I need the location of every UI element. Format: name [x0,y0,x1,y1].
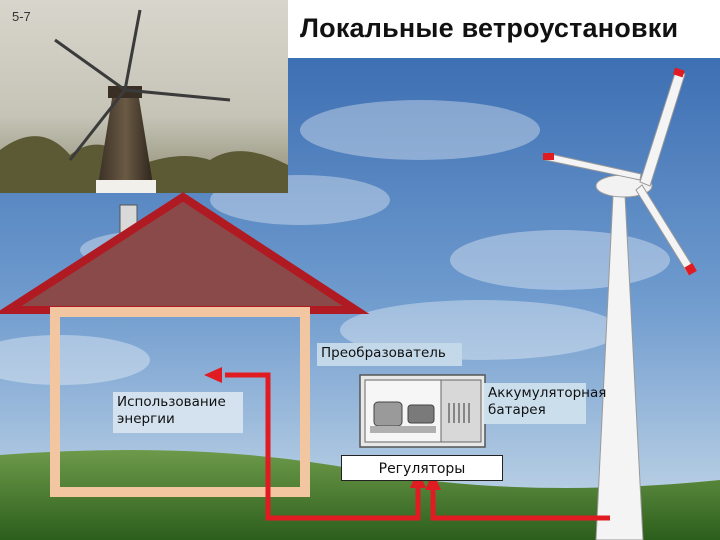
label-battery-line1: Аккумуляторная [488,385,607,401]
inverter-box [359,374,486,448]
label-regulators: Регуляторы [341,455,503,481]
slide-number: 5-7 [12,9,31,24]
windmill-photo [0,0,288,193]
page-title: Локальные ветроустановки [300,13,679,43]
wind-turbine [543,67,697,540]
house [0,192,370,497]
arrow-to-house [204,367,222,383]
label-energy-usage: Использование энергии [113,392,243,433]
label-energy-usage-line2: энергии [117,411,175,427]
label-battery-line2: батарея [488,402,546,418]
label-inverter: Преобразователь [317,343,462,366]
title-bar [288,0,720,58]
label-energy-usage-line1: Использование [117,394,226,410]
power-wires [225,372,610,521]
label-battery: Аккумуляторная батарея [484,383,607,424]
arrow-from-turbine [425,472,441,490]
